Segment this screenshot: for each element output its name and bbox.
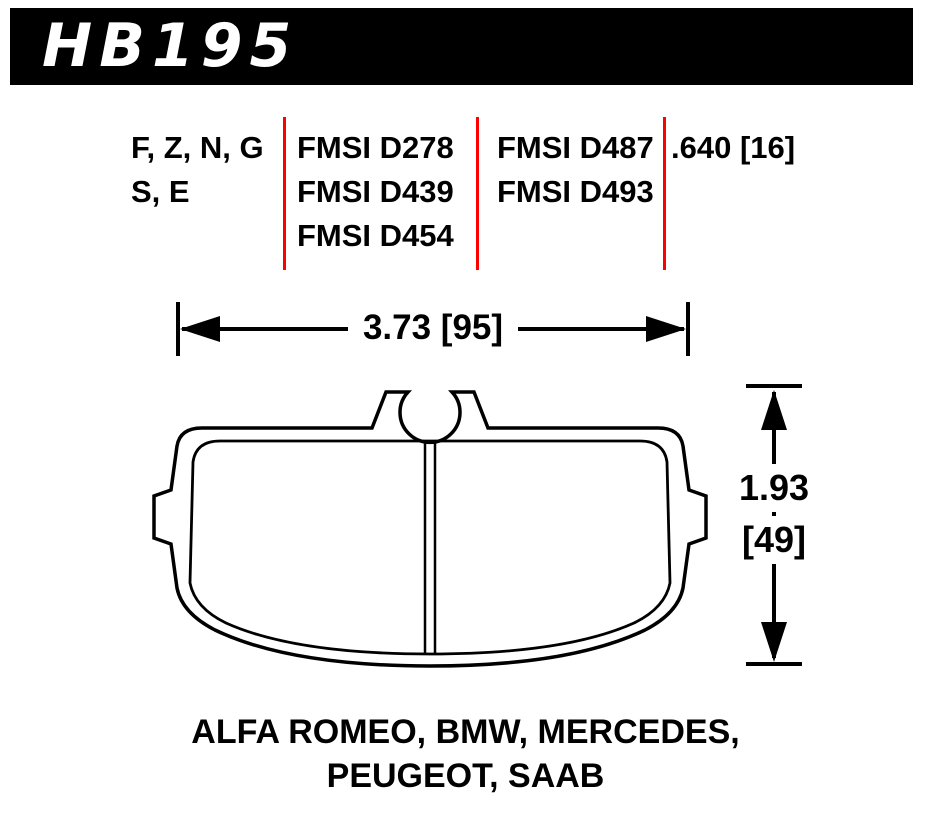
width-dimension-label: 3.73 [95] <box>348 306 518 350</box>
fmsi-number: FMSI D454 <box>297 218 454 253</box>
fmsi-column-1: FMSI D278 FMSI D439 FMSI D454 <box>297 126 454 258</box>
pad-outer-outline <box>152 390 708 668</box>
fmsi-number: FMSI D487 <box>497 130 654 165</box>
compound-row: F, Z, N, G <box>131 130 264 165</box>
applications-line-2: PEUGEOT, SAAB <box>326 757 605 795</box>
fmsi-number: FMSI D439 <box>297 174 454 209</box>
header-banner: HB195 <box>10 8 913 85</box>
column-divider <box>283 117 286 270</box>
brake-pad-drawing <box>152 390 708 668</box>
arrowhead-down <box>761 622 787 662</box>
fmsi-column-2: FMSI D487 FMSI D493 <box>497 126 654 214</box>
compound-row: S, E <box>131 174 190 209</box>
fmsi-number: FMSI D493 <box>497 174 654 209</box>
applications-line-1: ALFA ROMEO, BMW, MERCEDES, <box>191 713 740 751</box>
arrowhead-right <box>646 316 686 342</box>
vehicle-applications: ALFA ROMEO, BMW, MERCEDES, PEUGEOT, SAAB <box>0 710 931 798</box>
compound-codes: F, Z, N, G S, E <box>131 126 264 214</box>
fmsi-number: FMSI D278 <box>297 130 454 165</box>
column-divider <box>476 117 479 270</box>
pad-thickness: .640 [16] <box>671 130 796 165</box>
column-divider <box>663 117 666 270</box>
height-dimension-value: 1.93 <box>719 464 829 512</box>
arrowhead-left <box>180 316 220 342</box>
height-dimension-mm: [49] <box>719 516 829 564</box>
pad-inner-outline <box>188 439 672 656</box>
part-number: HB195 <box>42 11 299 81</box>
arrowhead-up <box>761 390 787 430</box>
